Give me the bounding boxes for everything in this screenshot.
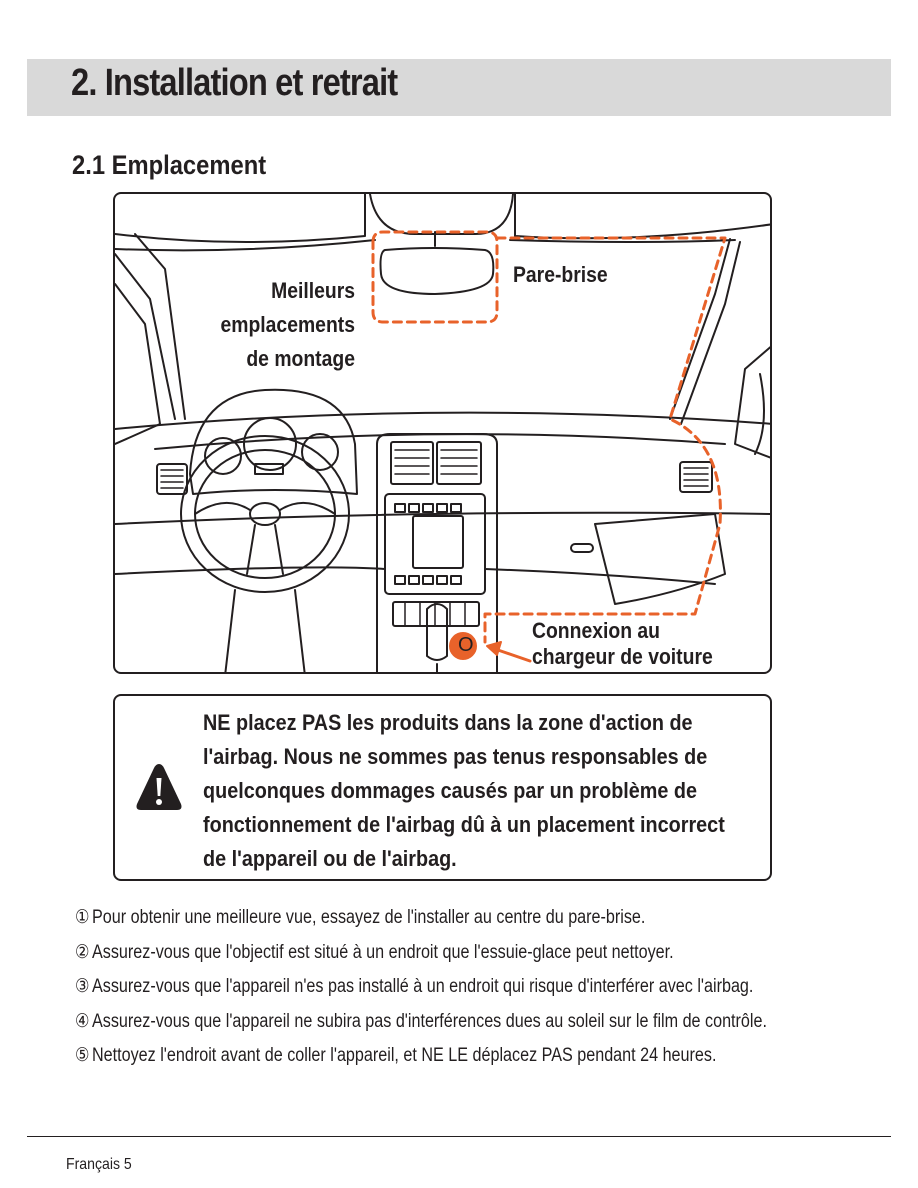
tip-number: ② (75, 941, 90, 963)
best-mounting-line-2: emplacements (220, 312, 355, 337)
tip-number: ⑤ (75, 1045, 90, 1066)
tip-text: Assurez-vous que l'objectif est situé à … (92, 941, 674, 963)
charger-label-line-1: Connexion au (532, 618, 660, 643)
charger-marker: O (458, 634, 474, 656)
charger-connection-label: Connexion au chargeur de voiture (532, 618, 713, 670)
tip-text: Assurez-vous que l'appareil ne subira pa… (92, 1010, 767, 1032)
footer-divider (27, 1136, 891, 1137)
tip-text: Assurez-vous que l'appareil n'es pas ins… (92, 976, 754, 997)
car-interior-drawing (115, 194, 770, 672)
chapter-header: 2. Installation et retrait (27, 59, 891, 116)
airbag-warning-box: NE placez PAS les produits dans la zone … (113, 694, 772, 881)
chapter-title: 2. Installation et retrait (71, 62, 398, 104)
tip-number: ① (75, 907, 90, 928)
best-mounting-line-1: Meilleurs (271, 278, 355, 303)
tip-text: Pour obtenir une meilleure vue, essayez … (92, 907, 646, 928)
tip-text: Nettoyez l'endroit avant de coller l'app… (92, 1045, 717, 1066)
windshield-label: Pare-brise (513, 262, 608, 287)
page-footer: Français 5 (66, 1156, 132, 1173)
warning-text: NE placez PAS les produits dans la zone … (203, 710, 725, 871)
car-interior-illustration: Meilleurs emplacements de montage Pare-b… (113, 192, 772, 674)
tip-number: ③ (75, 976, 90, 997)
section-title: 2.1 Emplacement (72, 150, 267, 180)
best-mounting-label: Meilleurs emplacements de montage (161, 274, 355, 376)
warning-triangle-icon (136, 764, 182, 810)
charger-label-line-2: chargeur de voiture (532, 644, 713, 669)
tip-number: ④ (75, 1010, 90, 1032)
best-mounting-line-3: de montage (246, 346, 355, 371)
